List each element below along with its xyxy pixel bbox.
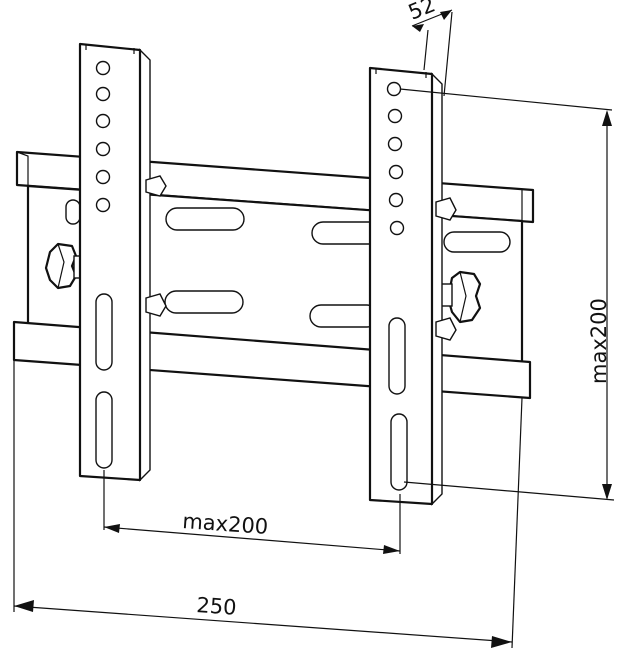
plate-slot-bottom-left <box>164 290 244 314</box>
width-dimension-label: 250 <box>196 593 238 620</box>
plate-slot-left <box>65 199 81 225</box>
dimension-overall-width: 250 <box>13 360 523 649</box>
tilt-knob-left <box>44 242 83 290</box>
plate-slot-top-left <box>165 207 245 231</box>
dimension-horizontal-hole-spacing: max200 <box>103 470 401 554</box>
plate-slot-bottom-right <box>309 304 379 328</box>
horizontal-dimension-label: max200 <box>182 509 269 539</box>
left-vertical-arm <box>78 42 167 482</box>
plate-slot-right-far <box>443 231 511 253</box>
right-vertical-arm <box>368 66 457 506</box>
vertical-dimension-label: max200 <box>587 298 611 384</box>
depth-dimension-label: 52 <box>405 0 439 25</box>
dimension-vertical-hole-spacing: max200 <box>399 88 615 501</box>
